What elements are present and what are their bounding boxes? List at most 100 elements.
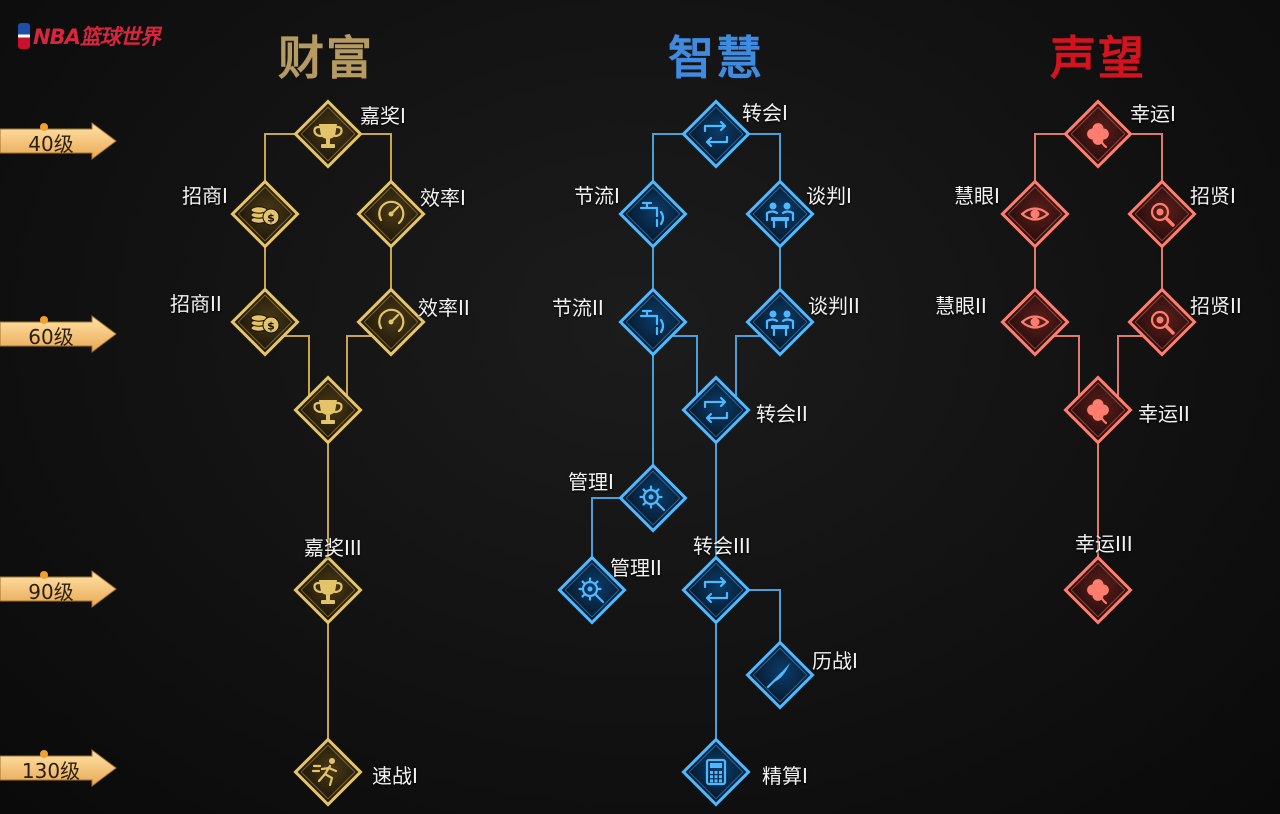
talent-node-z2[interactable]	[618, 179, 688, 249]
talent-node-frame	[618, 179, 688, 249]
talent-node-frame	[745, 287, 815, 357]
level-label: 60级	[28, 325, 74, 349]
talent-node-inner-frame	[1070, 106, 1126, 162]
talent-node-w5[interactable]	[356, 287, 426, 357]
negotiate-icon	[765, 310, 795, 337]
column-title-wealth: 财富	[278, 31, 374, 85]
talent-node-f1[interactable]	[1063, 99, 1133, 169]
talent-label-f4: 慧眼II	[935, 294, 987, 318]
level-marker: 60级	[0, 315, 118, 353]
tree-connector	[285, 335, 314, 399]
talent-node-f6[interactable]	[1063, 375, 1133, 445]
talent-node-w3[interactable]	[356, 179, 426, 249]
gear-icon	[639, 485, 666, 512]
negotiate-icon	[765, 202, 795, 229]
talent-node-frame	[681, 375, 751, 445]
talent-label-f6: 幸运II	[1138, 402, 1190, 426]
level-marker: 90级	[0, 570, 118, 608]
talent-node-w4[interactable]: $	[230, 287, 300, 357]
talent-node-f7[interactable]	[1063, 555, 1133, 625]
talent-node-z7[interactable]	[618, 463, 688, 533]
talent-node-w8[interactable]	[293, 737, 363, 807]
trophy-icon	[313, 400, 343, 424]
talent-node-inner-frame	[1134, 186, 1190, 242]
talent-node-z6[interactable]	[681, 375, 751, 445]
talent-node-z10[interactable]	[745, 640, 815, 710]
column-title-fame: 声望	[1050, 31, 1146, 85]
talent-node-z1[interactable]	[681, 99, 751, 169]
level-marker: 130级	[0, 749, 118, 787]
coins-icon: $	[250, 314, 280, 334]
talent-label-f2: 慧眼I	[954, 184, 1000, 208]
eye-icon	[1020, 207, 1050, 221]
talent-node-frame	[681, 555, 751, 625]
faucet-icon	[639, 309, 665, 336]
talent-node-f4[interactable]	[1000, 287, 1070, 357]
talent-label-w8: 速战I	[372, 764, 418, 788]
tree-connector	[1055, 335, 1084, 399]
talent-node-inner-frame	[688, 106, 744, 162]
tree-connector	[730, 335, 760, 399]
talent-node-inner-frame	[300, 562, 356, 618]
talent-label-w5: 效率II	[418, 296, 470, 320]
talent-node-f3[interactable]	[1127, 179, 1197, 249]
talent-node-z11[interactable]	[681, 737, 751, 807]
talent-label-f1: 幸运I	[1130, 102, 1176, 126]
trophy-icon	[313, 580, 343, 604]
trophy-icon	[313, 124, 343, 148]
level-arrow-icon	[0, 122, 117, 160]
talent-node-inner-frame	[363, 186, 419, 242]
talent-node-inner-frame	[300, 106, 356, 162]
talent-node-f2[interactable]	[1000, 179, 1070, 249]
tree-connector	[342, 335, 371, 399]
talent-node-inner-frame	[625, 470, 681, 526]
talent-node-f5[interactable]	[1127, 287, 1197, 357]
talent-node-z8[interactable]	[557, 555, 627, 625]
talent-label-z6: 转会II	[756, 402, 808, 426]
magnifier-icon	[1150, 310, 1175, 335]
talent-node-inner-frame	[363, 294, 419, 350]
nba-logo: NBA篮球世界	[18, 22, 161, 50]
talent-label-z8: 管理II	[610, 556, 662, 580]
talent-node-inner-frame	[300, 744, 356, 800]
tree-connector	[1112, 335, 1142, 399]
column-title-wisdom: 智慧	[668, 31, 764, 85]
talent-node-inner-frame	[1007, 186, 1063, 242]
talent-node-z5[interactable]	[745, 287, 815, 357]
level-arrow-icon	[0, 749, 117, 787]
transfer-icon	[703, 120, 729, 148]
talent-label-z10: 历战I	[812, 649, 858, 673]
talent-label-z1: 转会I	[742, 101, 788, 125]
svg-text:$: $	[267, 320, 275, 333]
talent-node-inner-frame	[625, 294, 681, 350]
talent-node-inner-frame	[237, 186, 293, 242]
runner-icon	[311, 758, 338, 787]
transfer-icon	[703, 396, 729, 424]
talent-node-w1[interactable]	[293, 99, 363, 169]
nba-badge-icon	[18, 23, 30, 49]
talent-node-frame	[293, 737, 363, 807]
talent-node-frame	[618, 287, 688, 357]
talent-node-frame	[681, 99, 751, 169]
feather-icon	[766, 663, 790, 689]
talent-node-z3[interactable]	[745, 179, 815, 249]
talent-node-inner-frame	[752, 186, 808, 242]
talent-node-w6[interactable]	[293, 375, 363, 445]
talent-node-w7[interactable]	[293, 555, 363, 625]
talent-label-z2: 节流I	[574, 184, 620, 208]
talent-label-f5: 招贤II	[1190, 294, 1242, 318]
clover-icon	[1087, 399, 1109, 425]
svg-text:$: $	[267, 212, 275, 225]
talent-node-w2[interactable]: $	[230, 179, 300, 249]
talent-label-w7: 嘉奖III	[304, 536, 362, 560]
talent-node-z9[interactable]	[681, 555, 751, 625]
talent-label-z3: 谈判I	[806, 184, 852, 208]
logo-text: NBA篮球世界	[33, 25, 161, 49]
talent-label-z5: 谈判II	[808, 294, 860, 318]
tree-connector	[673, 335, 702, 399]
talent-node-z4[interactable]	[618, 287, 688, 357]
magnifier-icon	[1150, 202, 1175, 227]
transfer-icon	[703, 576, 729, 604]
talent-node-inner-frame	[1070, 382, 1126, 438]
